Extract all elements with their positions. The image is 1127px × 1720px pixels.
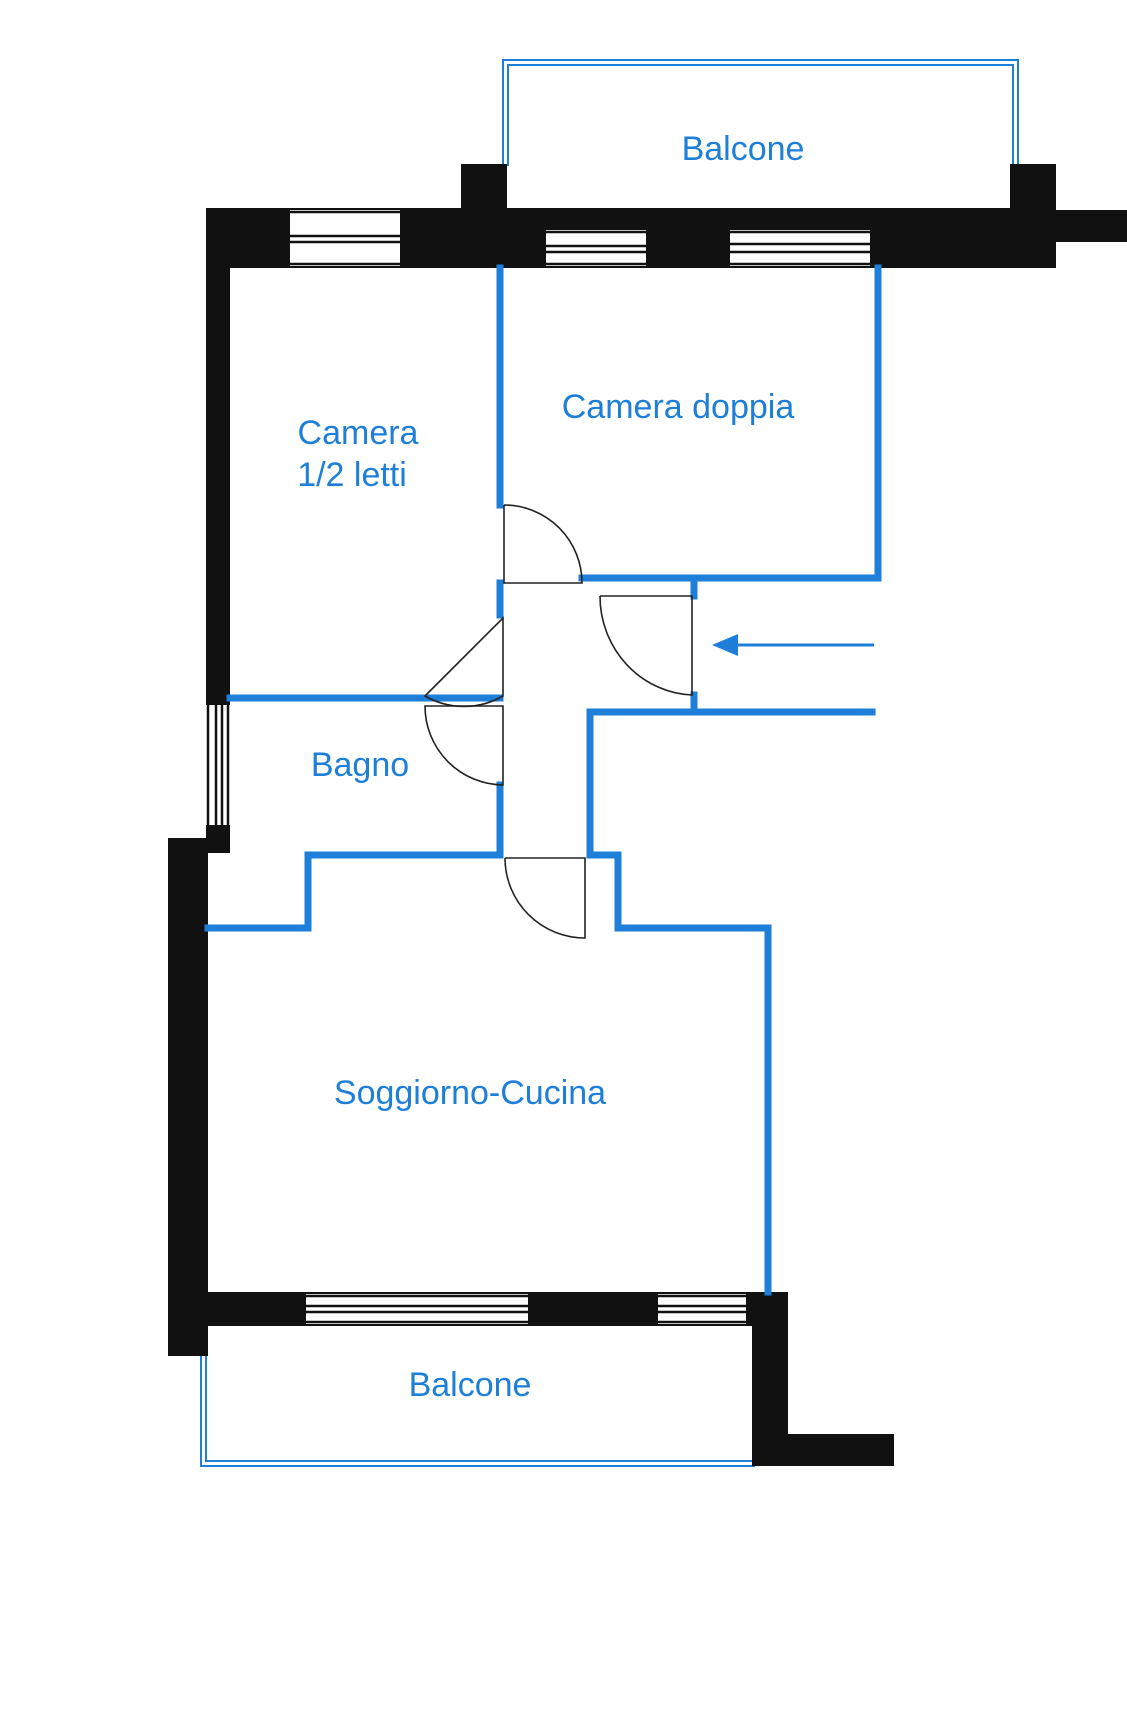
label-camera-line2: 1/2 letti xyxy=(297,456,407,494)
balcony-bottom-railing xyxy=(200,1356,755,1467)
window-top-center xyxy=(546,230,646,266)
label-bagno: Bagno xyxy=(311,746,409,784)
window-bottom-right xyxy=(658,1294,746,1324)
label-camera-line1: Camera xyxy=(298,414,419,452)
door-bagno xyxy=(424,705,504,786)
door-camera-doppia xyxy=(503,504,583,584)
door-soggiorno xyxy=(504,857,586,939)
interior-partitions xyxy=(204,264,882,1296)
label-soggiorno-cucina: Soggiorno-Cucina xyxy=(334,1074,606,1112)
balcony-top-railing xyxy=(502,59,1019,166)
window-bottom-left xyxy=(306,1294,528,1324)
door-camera-singola xyxy=(423,616,504,708)
label-balcony-top: Balcone xyxy=(682,130,805,168)
window-top-left xyxy=(290,210,400,266)
label-balcony-bottom: Balcone xyxy=(409,1366,532,1404)
arrow-left-icon xyxy=(712,634,874,656)
label-camera-doppia: Camera doppia xyxy=(562,388,795,426)
window-bathroom xyxy=(206,705,230,825)
window-top-right xyxy=(730,230,870,266)
door-entrance xyxy=(599,595,693,696)
exterior-walls xyxy=(168,164,1127,1466)
